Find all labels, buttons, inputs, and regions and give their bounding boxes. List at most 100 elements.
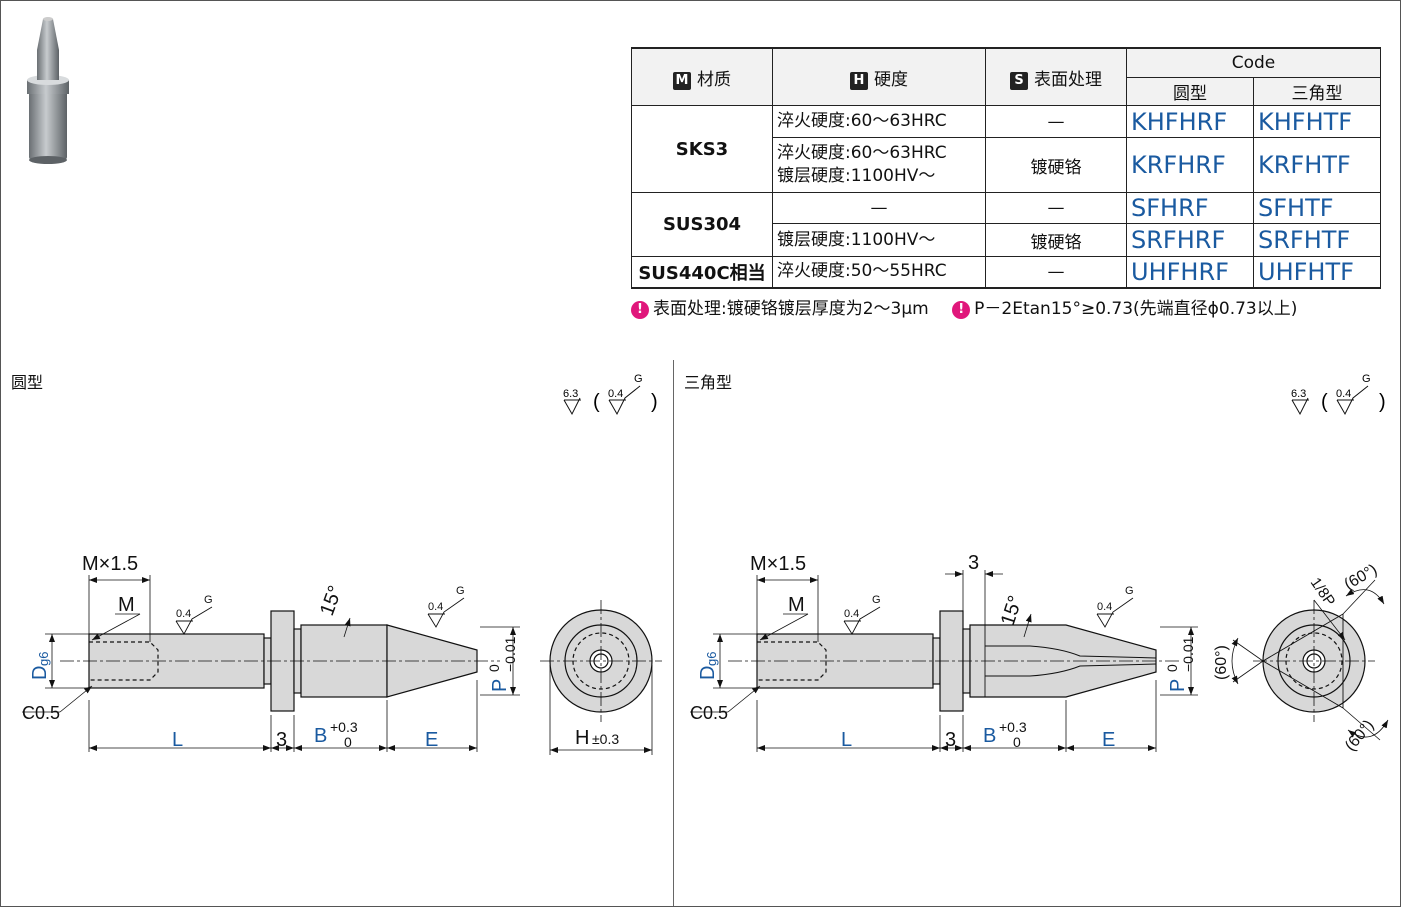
- hardness-line: 淬火硬度:60～63HRC: [777, 143, 947, 163]
- round-dim-labels: M×1.5 M D g6 C0.5 L 3 B +0.3 0 E P 0 −0.…: [22, 553, 619, 751]
- l-label: L: [172, 729, 183, 751]
- b-upper-tol: +0.3: [330, 719, 358, 735]
- grind-label: G: [456, 585, 465, 597]
- grind-label: G: [204, 594, 213, 606]
- flange-3-label: 3: [276, 729, 287, 751]
- code-link[interactable]: UHFHRF: [1126, 256, 1254, 288]
- e-label: E: [1102, 729, 1115, 751]
- m-label: M: [788, 594, 805, 616]
- paren-close: ): [1379, 391, 1386, 413]
- b-label: B: [314, 725, 327, 747]
- angle-60-label: (60°): [1213, 645, 1230, 680]
- roughness-value: 0.4: [176, 608, 191, 620]
- roughness-value: 0.4: [844, 608, 859, 620]
- notes: !表面处理:镀硬铬镀层厚度为2～3μm !P－2Etan15°≥0.73(先端直…: [631, 294, 1297, 319]
- section-divider: [673, 360, 674, 906]
- header-material-label: 材质: [697, 69, 731, 90]
- code-link[interactable]: KHFHRF: [1126, 105, 1254, 138]
- p-upper-tol: 0: [486, 664, 502, 672]
- p-lower-tol: −0.01: [502, 636, 518, 672]
- p-label: P: [1167, 679, 1189, 692]
- paren-open: (: [593, 391, 600, 413]
- code-link[interactable]: SFHTF: [1253, 192, 1381, 224]
- h-label: H: [575, 727, 589, 749]
- b-lower-tol: 0: [1013, 734, 1021, 750]
- header-code: Code: [1126, 47, 1381, 78]
- chamfer-label: C0.5: [690, 703, 728, 723]
- d-tolerance: g6: [704, 652, 719, 666]
- flange-3-label: 3: [945, 729, 956, 751]
- d-label: D: [29, 666, 51, 680]
- b-upper-tol: +0.3: [999, 719, 1027, 735]
- table-row: SKS3 淬火硬度:60～63HRC — KHFHRF KHFHTF: [631, 105, 1381, 193]
- h-tolerance: ±0.3: [592, 731, 619, 747]
- e-label: E: [425, 729, 438, 751]
- b-lower-tol: 0: [344, 734, 352, 750]
- note-tip-condition: P－2Etan15°≥0.73(先端直径ϕ0.73以上): [974, 299, 1298, 319]
- b-label: B: [983, 725, 996, 747]
- p-lower-tol: −0.01: [1180, 636, 1196, 672]
- d-tolerance: g6: [36, 652, 51, 666]
- surface-icon: S: [1010, 71, 1028, 90]
- triangle-pin-drawing: [690, 570, 1389, 752]
- angle-15-label: 15°: [997, 593, 1027, 629]
- thread-label: M×1.5: [750, 553, 806, 575]
- l-label: L: [841, 729, 852, 751]
- triangle-dim-labels: M×1.5 M D g6 C0.5 L 3 3 B +0.3 0 E P 0 −…: [690, 552, 1380, 755]
- roughness-value: 0.4: [428, 601, 443, 613]
- flat-3-label: 3: [968, 552, 979, 574]
- roughness-sub-value: 0.4: [608, 388, 623, 400]
- header-round: 圆型: [1126, 76, 1254, 106]
- round-section-title: 圆型: [11, 373, 44, 392]
- roughness-main-value: 6.3: [563, 388, 578, 400]
- hardness-icon: H: [850, 71, 868, 90]
- code-link[interactable]: SFHRF: [1126, 192, 1254, 224]
- chamfer-label: C0.5: [22, 703, 60, 723]
- table-row: 镀层硬度:1100HV～ 镀硬铬 SRFHRF SRFHTF: [632, 223, 1381, 257]
- roughness-grind-label: G: [634, 373, 643, 385]
- header-hardness-label: 硬度: [874, 69, 908, 90]
- m-label: M: [118, 594, 135, 616]
- roughness-main-value: 6.3: [1291, 388, 1306, 400]
- hardness-cell: 淬火硬度:60～63HRC: [772, 105, 986, 138]
- paren-open: (: [1321, 391, 1328, 413]
- p-label: P: [489, 679, 511, 692]
- grind-label: G: [872, 594, 881, 606]
- table-row: SUS440C相当 淬火硬度:50～55HRC — UHFHRF UHFHTF: [631, 256, 1381, 288]
- thread-label: M×1.5: [82, 553, 138, 575]
- p-upper-tol: 0: [1164, 664, 1180, 672]
- material-icon: M: [673, 71, 691, 90]
- surface-cell: —: [985, 192, 1127, 224]
- roughness-value: 0.4: [1097, 601, 1112, 613]
- code-link[interactable]: KHFHTF: [1253, 105, 1381, 138]
- code-link[interactable]: SRFHRF: [1126, 223, 1254, 257]
- note-plating: 表面处理:镀硬铬镀层厚度为2～3μm: [653, 299, 929, 319]
- material-cell: SUS440C相当: [631, 256, 773, 288]
- hardness-line: 镀层硬度:1100HV～: [777, 166, 936, 186]
- angle-15-label: 15°: [316, 583, 347, 619]
- surface-cell: —: [985, 256, 1127, 288]
- code-link[interactable]: UHFHTF: [1253, 256, 1381, 288]
- eighth-p-label: 1/8P: [1307, 575, 1339, 610]
- roughness-sub-value: 0.4: [1336, 388, 1351, 400]
- code-link[interactable]: KRFHTF: [1253, 137, 1381, 193]
- d-label: D: [697, 666, 719, 680]
- warning-icon: !: [631, 301, 649, 319]
- paren-close: ): [651, 391, 658, 413]
- header-surface-label: 表面处理: [1034, 69, 1102, 90]
- table-row: SUS304 — — SFHRF SFHTF: [631, 192, 1381, 257]
- material-cell: SUS304: [631, 192, 773, 257]
- roughness-symbol-triangle: 6.3 ( 0.4 G ): [1291, 373, 1386, 416]
- code-link[interactable]: SRFHTF: [1253, 223, 1381, 257]
- surface-cell: 镀硬铬: [985, 137, 1127, 193]
- angle-60-label: (60°): [1342, 561, 1381, 593]
- grind-label: G: [1125, 585, 1134, 597]
- product-image: [27, 17, 69, 164]
- round-pin-drawing: [22, 575, 662, 755]
- hardness-cell: 淬火硬度:50～55HRC: [772, 256, 986, 288]
- triangle-section-title: 三角型: [684, 373, 733, 392]
- warning-icon: !: [952, 301, 971, 319]
